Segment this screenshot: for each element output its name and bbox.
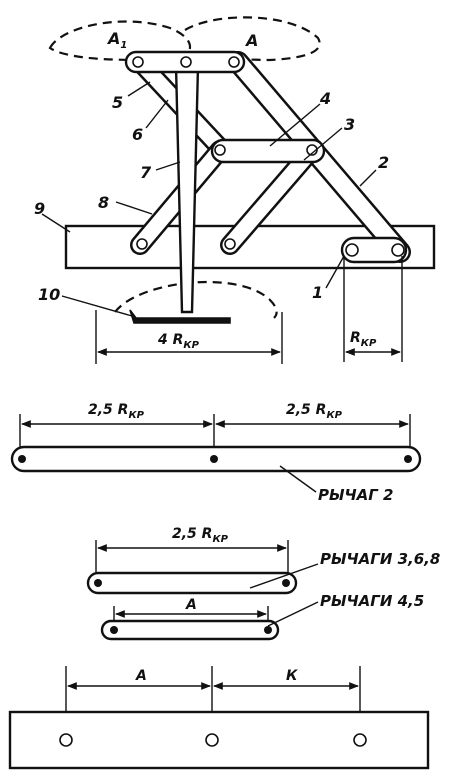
dim-lever2-right: 2,5 RКР <box>286 402 343 421</box>
caption-levers-3-6-8: РЫЧАГИ 3,6,8 <box>320 550 440 568</box>
pivot-a <box>228 56 240 68</box>
label-part-3: 3 <box>344 115 355 134</box>
dim-crank-radius: RКР <box>350 330 377 349</box>
crank-1 <box>340 236 408 264</box>
pivot-lever8-base <box>136 238 148 250</box>
pivot-a1 <box>132 56 144 68</box>
label-point-a: A <box>244 31 258 50</box>
lever-3-fill <box>222 142 320 253</box>
levers-4-5-hole-left <box>110 626 118 634</box>
pivot-crank-center <box>345 243 359 257</box>
levers-3-6-8-hole-right <box>282 579 290 587</box>
lever-4 <box>210 138 326 164</box>
trajectory-bottom-arc <box>114 280 278 319</box>
pivot-lever4-right <box>306 144 318 156</box>
caption-lever-2: РЫЧАГ 2 <box>318 486 393 504</box>
caption-levers-4-5: РЫЧАГИ 4,5 <box>320 592 424 610</box>
dim-plate-left: A <box>135 668 147 684</box>
label-part-7: 7 <box>140 163 152 182</box>
pivot-lever3-base <box>224 238 236 250</box>
label-point-a1: A1 <box>106 29 127 51</box>
lever-2-detail: 2,5 RКР 2,5 RКР РЫЧАГ 2 <box>10 402 422 504</box>
levers-3-6-8-bar <box>86 571 298 595</box>
dim-lever2-left: 2,5 RКР <box>88 402 145 421</box>
dim-levers368-length: 2,5 RКР <box>172 526 229 545</box>
lever-2-hole-right <box>404 455 412 463</box>
pivot-crank-end <box>391 243 405 257</box>
label-part-2: 2 <box>378 153 389 172</box>
dim-levers45-length: A <box>185 597 197 613</box>
label-part-10: 10 <box>38 285 60 304</box>
label-part-8: 8 <box>98 193 109 212</box>
lever-2-hole-left <box>18 455 26 463</box>
label-part-4: 4 <box>319 89 331 108</box>
label-part-1: 1 <box>312 283 323 302</box>
trajectory-left-arc <box>48 20 192 61</box>
levers-4-5-bar <box>100 619 280 641</box>
main-assembly: A1 A 5 6 7 8 4 3 2 9 10 1 4 RКР RКР <box>34 16 436 364</box>
levers-detail: 2,5 RКР РЫЧАГИ 3,6,8 A РЫЧАГИ 4,5 <box>86 526 440 641</box>
pivot-top-mid <box>180 56 192 68</box>
levers-4-5-hole-right <box>264 626 272 634</box>
dim-base-width: 4 RКР <box>157 332 200 351</box>
foot-10 <box>129 309 231 324</box>
lever-2-hole-mid <box>210 455 218 463</box>
plate-hole-mid <box>205 733 219 747</box>
label-part-9: 9 <box>34 199 45 218</box>
label-part-6: 6 <box>132 125 143 144</box>
pivot-lever4-left <box>214 144 226 156</box>
stem-7 <box>174 64 200 314</box>
plate-hole-left <box>59 733 73 747</box>
label-part-5: 5 <box>112 93 123 112</box>
base-plate-detail: A К <box>8 666 430 770</box>
plate-hole-right <box>353 733 367 747</box>
dim-plate-right: К <box>286 668 298 684</box>
trajectory-right-arc <box>184 16 321 62</box>
levers-3-6-8-hole-left <box>94 579 102 587</box>
